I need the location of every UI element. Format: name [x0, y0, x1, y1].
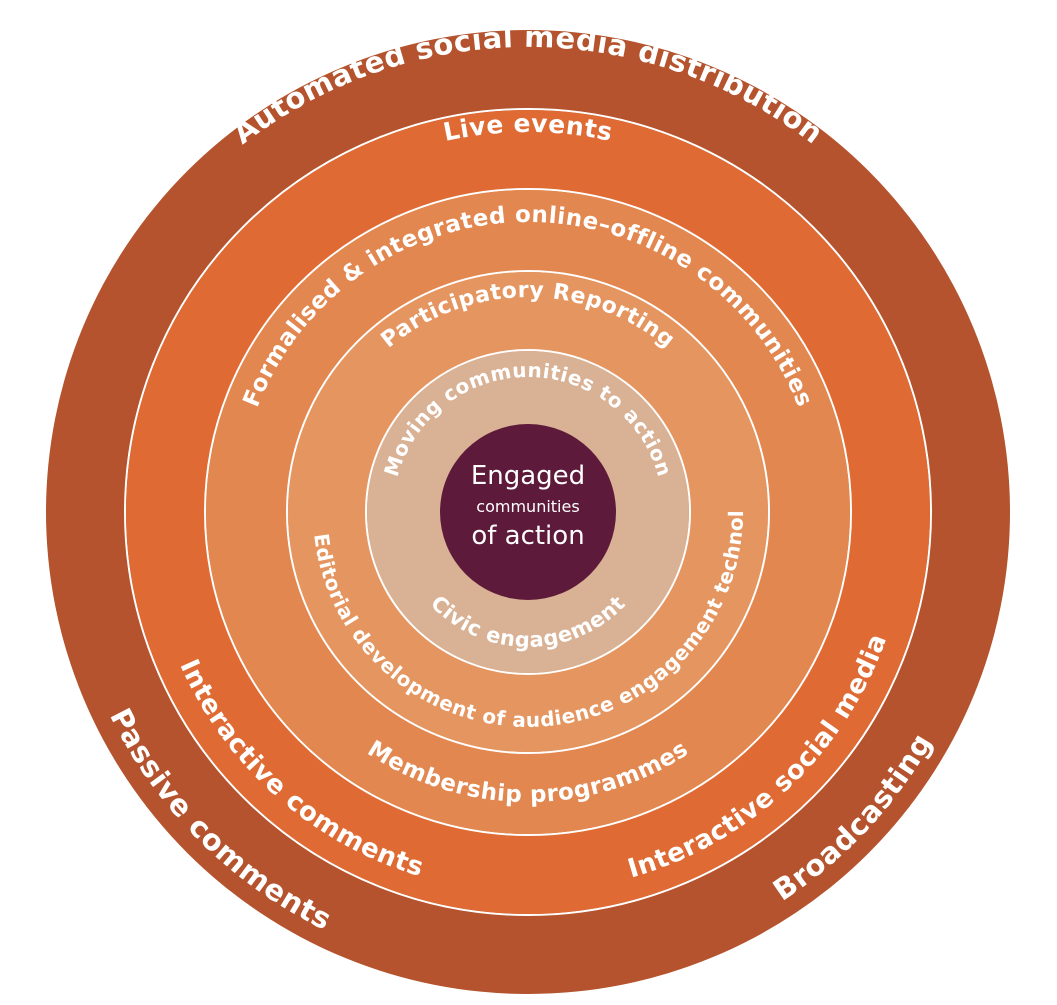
center-title-line1: Engaged: [471, 461, 585, 491]
center-title-line3: of action: [471, 521, 584, 551]
ring-second-divider: [204, 188, 852, 836]
center-title-line2: communities: [476, 497, 579, 516]
ring-third-divider: [286, 270, 770, 754]
center-circle: [440, 424, 616, 600]
ring-fourth-divider: [365, 349, 691, 675]
ring-outer-divider: [124, 108, 932, 916]
